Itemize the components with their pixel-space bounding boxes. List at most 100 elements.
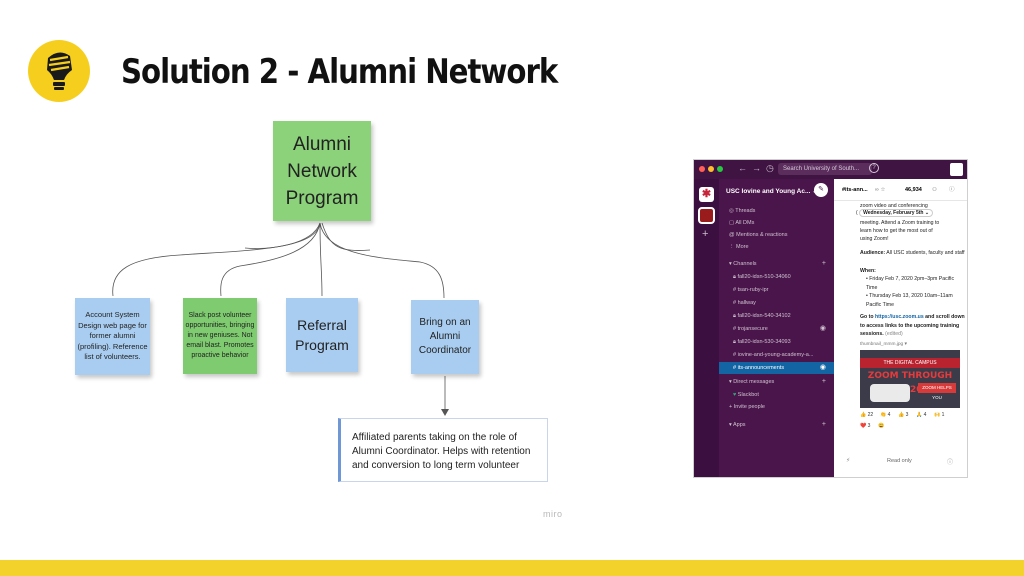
channel-item[interactable]: 🔒︎ fall20-idsn-510-34060 <box>733 274 791 280</box>
lock-icon: 🔒︎ <box>733 339 738 345</box>
history-clock-icon[interactable]: ◷ <box>766 163 774 173</box>
reaction-chip[interactable]: 👏 4 <box>880 412 891 418</box>
direct-messages-header[interactable]: ▾ Direct messages+ <box>719 376 834 388</box>
sticky-referral-program[interactable]: Referral Program <box>286 298 358 372</box>
lock-icon: 🔒︎ <box>733 313 738 319</box>
threads-icon: ◎ <box>729 208 736 214</box>
slide-title: Solution 2 - Alumni Network <box>121 52 558 92</box>
hash-icon: # <box>733 352 738 358</box>
members-icon[interactable]: ∞ ☆ <box>875 187 886 193</box>
workspace-icon[interactable]: ✱ <box>699 187 714 202</box>
add-reaction-icon[interactable]: 😄 <box>878 423 885 429</box>
reaction-chip[interactable]: 🙌 1 <box>934 412 945 418</box>
sticky-slack-volunteer[interactable]: Slack post volunteer opportunities, brin… <box>183 298 257 374</box>
date-divider[interactable]: Wednesday, February 5th ⌄ <box>859 209 934 217</box>
thumb-helps: ZOOM HELPS YOU <box>918 383 956 400</box>
slack-titlebar: ← → ◷ Search University of South... ? <box>694 160 967 179</box>
caret-down-icon: ▾ <box>729 379 734 385</box>
read-only-label: Read only <box>887 458 912 464</box>
workspace-name[interactable]: USC Iovine and Young Ac... ⌄ <box>726 188 818 195</box>
bottom-accent-bar <box>0 560 1024 576</box>
channel-item[interactable]: 🔒︎ fall20-idsn-530-34093 <box>733 339 791 345</box>
connector-lines <box>112 222 449 416</box>
channel-name[interactable]: #its-ann... <box>842 187 868 193</box>
compose-icon[interactable]: ✎ <box>814 183 828 197</box>
more-icon: ⋮ <box>729 244 737 250</box>
dm-item-slackbot[interactable]: ♥ Slackbot <box>733 392 759 398</box>
info-icon[interactable]: ⓘ <box>949 187 955 193</box>
help-icon[interactable]: ? <box>869 163 879 173</box>
close-window-icon[interactable] <box>699 166 705 172</box>
reaction-chip[interactable]: 👍 3 <box>898 412 909 418</box>
miro-watermark: miro <box>543 509 563 519</box>
car-image <box>870 384 910 402</box>
attachment-thumbnail[interactable]: THE DIGITAL CAMPUS ZOOM THROUGH 2020 ZOO… <box>860 350 960 408</box>
slack-search-input[interactable]: Search University of South... <box>778 163 872 175</box>
eye-icon: ◉ <box>819 325 826 332</box>
reaction-chip[interactable]: 👍 22 <box>860 412 874 418</box>
forward-arrow-icon[interactable]: → <box>752 163 761 173</box>
miro-board: Alumni Network Program Account System De… <box>40 110 573 524</box>
channel-item[interactable]: # hallway <box>733 300 756 306</box>
sidebar-item-threads[interactable]: ◎ Threads <box>729 208 756 214</box>
channel-item[interactable]: # tsan-ruby-ipr <box>733 287 769 293</box>
plus-icon: + <box>729 404 734 410</box>
sidebar-item-mentions[interactable]: @ Mentions & reactions <box>729 232 788 238</box>
go-to-text: Go to https://usc.zoom.us and scroll dow… <box>860 314 965 338</box>
channel-item[interactable]: # trojansecure◉ <box>719 323 834 335</box>
add-workspace-icon[interactable]: + <box>702 228 709 240</box>
sidebar-item-more[interactable]: ⋮ More <box>729 244 749 250</box>
lightbulb-logo-icon <box>28 40 90 102</box>
sidebar-item-all-dms[interactable]: ▢ All DMs <box>729 220 755 226</box>
thumb-band: THE DIGITAL CAMPUS <box>860 358 960 368</box>
back-arrow-icon[interactable]: ← <box>738 163 747 173</box>
minimize-window-icon[interactable] <box>708 166 714 172</box>
add-app-icon[interactable]: + <box>821 421 826 428</box>
sticky-account-system[interactable]: Account System Design web page for forme… <box>75 298 150 375</box>
note-card-affiliated-parents[interactable]: Affiliated parents taking on the role of… <box>338 418 548 482</box>
add-member-icon[interactable]: ⚇ <box>932 187 937 193</box>
reaction-chip[interactable]: 🙏 4 <box>916 412 927 418</box>
shortcuts-icon[interactable]: ⚡︎ <box>846 458 851 464</box>
dms-icon: ▢ <box>729 220 736 226</box>
apps-header[interactable]: ▾ Apps+ <box>719 419 834 431</box>
hash-icon: # <box>733 287 738 293</box>
message-line: meeting. Attend a Zoom training to <box>860 220 940 226</box>
hash-icon: # <box>733 300 738 306</box>
sticky-alumni-coordinator[interactable]: Bring on an Alumni Coordinator <box>411 300 479 374</box>
message-line: zoom video and conferencing <box>860 203 928 209</box>
maximize-window-icon[interactable] <box>717 166 723 172</box>
workspace-rail: ✱ + <box>694 179 719 477</box>
channel-item-active[interactable]: # its-announcements◉ <box>719 362 834 374</box>
lock-icon: 🔒︎ <box>733 274 738 280</box>
invite-people-link[interactable]: + Invite people <box>729 404 765 410</box>
message-line: using Zoom! <box>860 236 889 242</box>
attachment-name[interactable]: thumbnail_mmm.jpg ▾ <box>860 342 907 347</box>
zoom-link[interactable]: https://usc.zoom.us <box>875 314 924 320</box>
eye-icon: ◉ <box>819 364 826 371</box>
channel-item[interactable]: # iovine-and-young-academy-a... <box>733 352 814 358</box>
hash-icon: # <box>733 326 738 332</box>
user-avatar[interactable] <box>950 163 963 176</box>
audience-text: Audience: All USC students, faculty and … <box>860 250 965 256</box>
slack-channel-view: #its-ann... ∞ ☆ 46,934 ⚇ ⓘ zoom video an… <box>834 179 967 477</box>
sticky-alumni-network-program[interactable]: Alumni Network Program <box>273 121 371 221</box>
hash-icon: # <box>733 365 738 371</box>
slack-sidebar: USC Iovine and Young Ac... ⌄ ✎ ◎ Threads… <box>719 179 834 477</box>
add-channel-icon[interactable]: + <box>821 260 826 267</box>
slack-screenshot: ← → ◷ Search University of South... ? ✱ … <box>693 159 968 478</box>
help-circle-icon[interactable]: ⓘ <box>947 460 954 466</box>
workspace-icon-usc[interactable] <box>698 207 715 224</box>
at-icon: @ <box>729 232 737 238</box>
channel-header: #its-ann... ∞ ☆ 46,934 ⚇ ⓘ <box>834 179 967 201</box>
member-count[interactable]: 46,934 <box>905 187 922 193</box>
when-label: When: <box>860 268 876 274</box>
thumb-title: ZOOM THROUGH 2020 <box>867 371 953 395</box>
reaction-chip[interactable]: ❤️ 3 <box>860 423 871 429</box>
add-dm-icon[interactable]: + <box>821 378 826 385</box>
channel-item[interactable]: 🔒︎ fall20-idsn-540-34102 <box>733 313 791 319</box>
heart-icon: ♥ <box>733 392 738 398</box>
when-item-2: • Thursday Feb 13, 2020 10am–11am Pacifi… <box>866 293 953 308</box>
channels-header[interactable]: ▾ Channels+ <box>719 258 834 270</box>
